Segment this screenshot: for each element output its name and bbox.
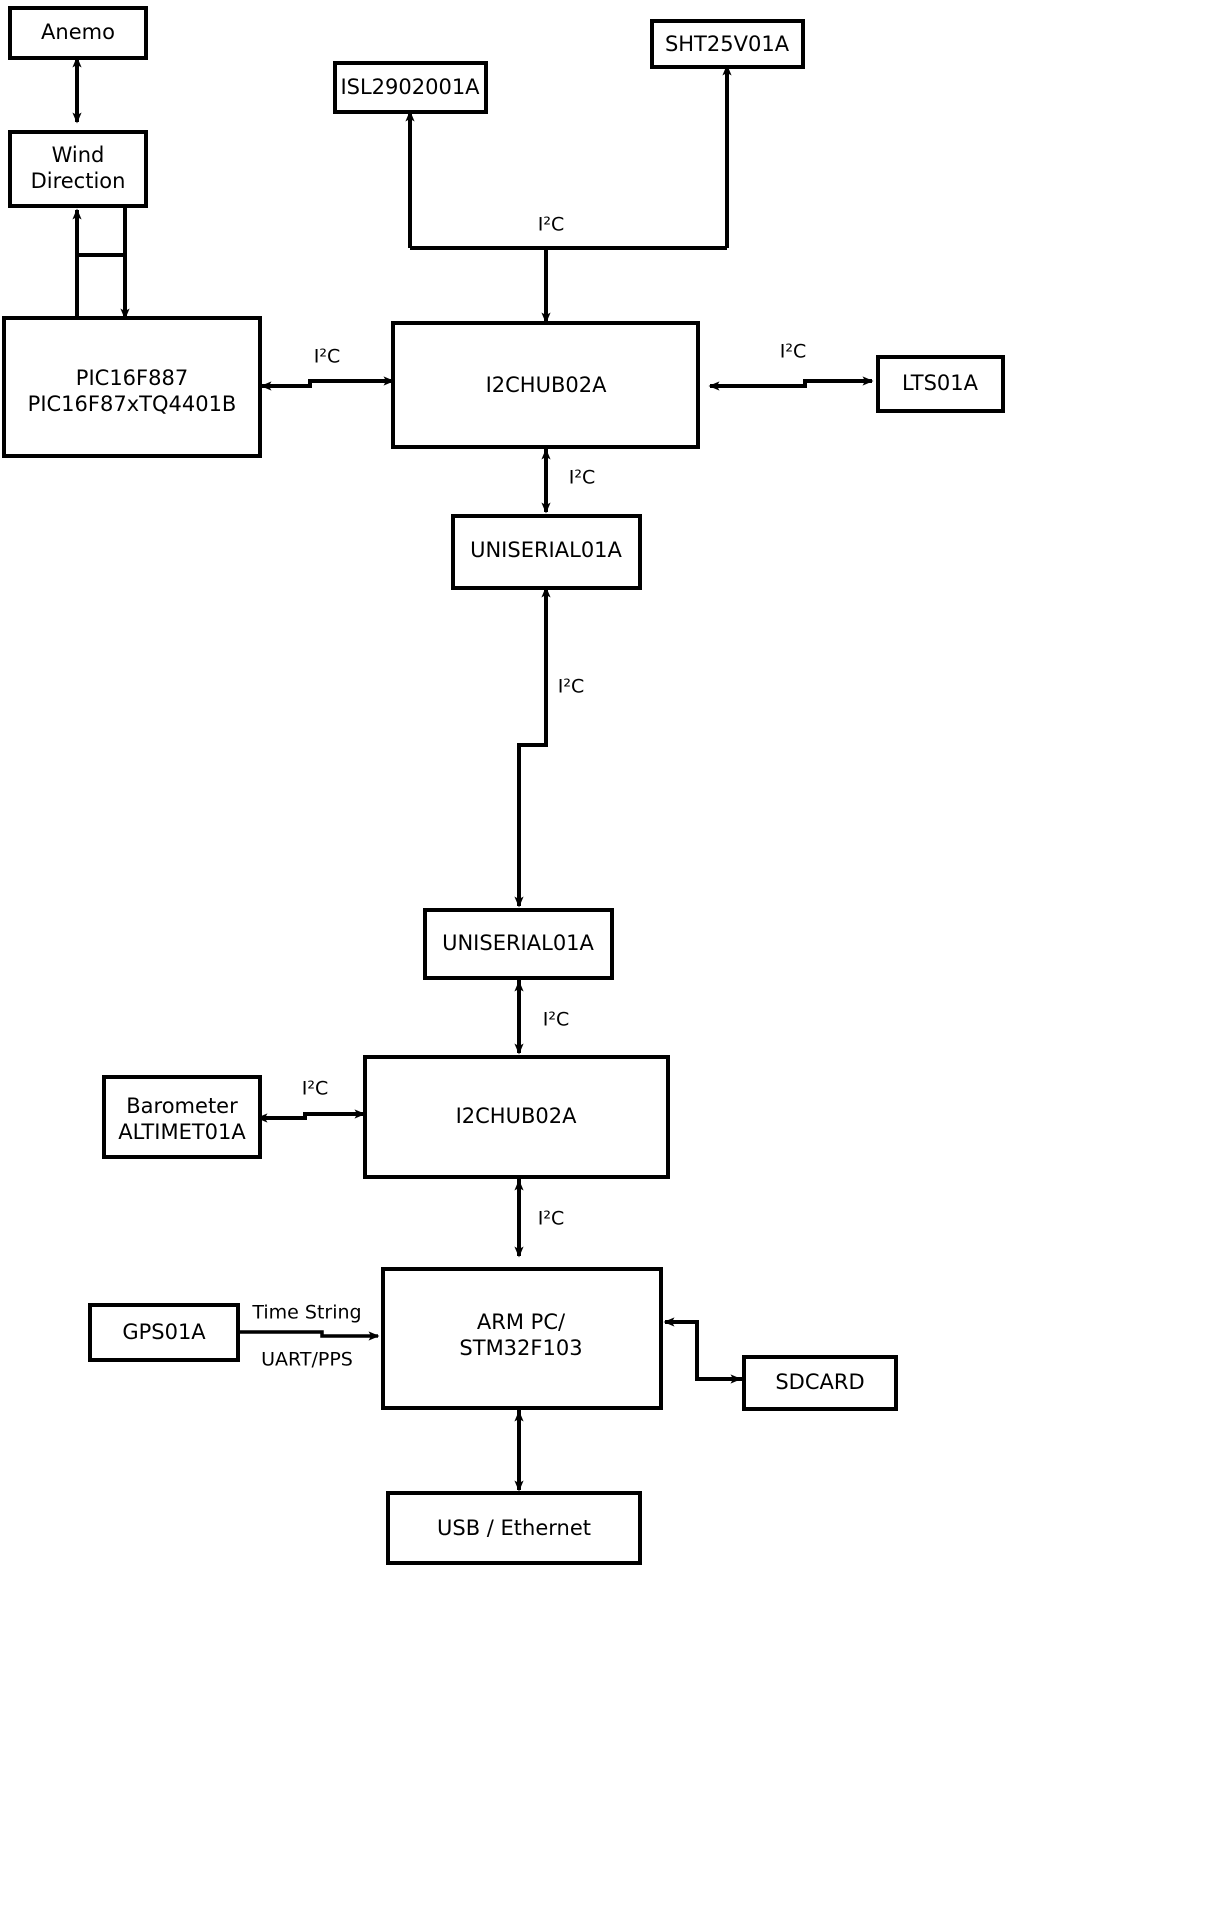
node-arm-box[interactable] <box>381 1267 663 1410</box>
node-barometer-box[interactable] <box>102 1075 262 1159</box>
edge-arrow-to-hub <box>300 376 395 388</box>
node-barometer-label-line2: ALTIMET01A <box>118 1120 246 1144</box>
node-anemo[interactable]: Anemo <box>8 6 148 60</box>
edge-path-pic-to-wind <box>75 206 127 318</box>
edge-label-pic-hub-top: I²C <box>314 346 341 368</box>
edge-top-i2c-bus <box>405 64 732 324</box>
edge-label-uniserial-hub-bot: I²C <box>543 1009 570 1031</box>
node-arm-label-line1: ARM PC/ <box>477 1310 566 1334</box>
node-sdcard[interactable]: SDCARD <box>742 1355 898 1411</box>
edge-label-hub-top-lts: I²C <box>780 341 807 363</box>
node-isl-label: ISL2902001A <box>340 75 480 99</box>
node-hub-top-label: I2CHUB02A <box>486 373 608 397</box>
node-hub-bot[interactable]: I2CHUB02A <box>363 1055 670 1179</box>
node-anemo-label: Anemo <box>41 20 115 44</box>
edge-arrow-to-arm <box>238 1330 380 1341</box>
node-usb-label: USB / Ethernet <box>437 1516 591 1540</box>
node-gps-label: GPS01A <box>122 1320 206 1344</box>
edge-pic-wind <box>72 206 130 320</box>
edge-arrow-up-to-uniserial-top <box>517 586 551 905</box>
node-arm[interactable]: ARM PC/ STM32F103 <box>381 1267 663 1410</box>
edge-label-gps-arm-bottom: UART/PPS <box>261 1349 353 1371</box>
node-wind-direction-label-line2: Direction <box>31 169 126 193</box>
edge-label-barometer-hub-bot: I²C <box>302 1078 329 1100</box>
edge-label-uniserial-link: I²C <box>558 676 585 698</box>
node-isl-box[interactable] <box>333 61 488 114</box>
node-pic-label-line2: PIC16F87xTQ4401B <box>28 392 237 416</box>
node-sdcard-box[interactable] <box>742 1355 898 1411</box>
node-anemo-box[interactable] <box>8 6 148 60</box>
node-uniserial-top[interactable]: UNISERIAL01A <box>451 514 642 590</box>
node-pic[interactable]: PIC16F887 PIC16F87xTQ4401B <box>2 316 262 458</box>
node-uniserial-top-box[interactable] <box>451 514 642 590</box>
node-lts-label: LTS01A <box>902 371 979 395</box>
node-hub-bot-label: I2CHUB02A <box>456 1104 578 1128</box>
node-uniserial-bot-box[interactable] <box>423 908 614 980</box>
node-lts-box[interactable] <box>876 355 1005 413</box>
node-uniserial-top-label: UNISERIAL01A <box>470 538 622 562</box>
edge-label-hub-bot-arm: I²C <box>538 1208 565 1230</box>
node-gps-box[interactable] <box>88 1303 240 1362</box>
edge-label-hub-top-uniserial: I²C <box>569 467 596 489</box>
node-hub-top-box[interactable] <box>391 321 700 449</box>
node-pic-box[interactable] <box>2 316 262 458</box>
node-uniserial-bot[interactable]: UNISERIAL01A <box>423 908 614 980</box>
node-uniserial-bot-label: UNISERIAL01A <box>442 931 594 955</box>
node-pic-label-line1: PIC16F887 <box>76 366 188 390</box>
edge-arrow-to-sdcard <box>695 1322 742 1384</box>
edge-label-gps-arm-top: Time String <box>251 1302 361 1324</box>
node-hub-top[interactable]: I2CHUB02A <box>391 321 700 449</box>
edge-arrow-to-barometer <box>256 1113 307 1123</box>
node-gps[interactable]: GPS01A <box>88 1303 240 1362</box>
edge-label-isl-sht-bus: I²C <box>538 214 565 236</box>
edge-barometer-hub-bot <box>256 1109 366 1123</box>
node-usb[interactable]: USB / Ethernet <box>386 1491 642 1565</box>
node-wind-direction-label-line1: Wind <box>52 143 105 167</box>
node-usb-box[interactable] <box>386 1491 642 1565</box>
node-arm-label-line2: STM32F103 <box>459 1336 582 1360</box>
edge-gps-arm <box>238 1330 380 1341</box>
node-sdcard-label: SDCARD <box>775 1370 864 1394</box>
node-barometer-label-line1: Barometer <box>126 1094 238 1118</box>
edge-pic-hub-top <box>260 376 395 391</box>
node-sht-label: SHT25V01A <box>665 32 790 56</box>
edge-arrow-to-pic <box>260 381 312 391</box>
node-sht[interactable]: SHT25V01A <box>650 19 805 69</box>
node-barometer[interactable]: Barometer ALTIMET01A <box>102 1075 262 1159</box>
node-sht-box[interactable] <box>650 19 805 69</box>
node-wind-direction-box[interactable] <box>8 130 148 208</box>
node-isl[interactable]: ISL2902001A <box>333 61 488 114</box>
node-hub-bot-box[interactable] <box>363 1055 670 1179</box>
node-wind-direction[interactable]: Wind Direction <box>8 130 148 208</box>
edge-hub-top-lts <box>708 376 874 391</box>
node-lts[interactable]: LTS01A <box>876 355 1005 413</box>
edge-arrow-to-hub-from-lts <box>708 381 807 391</box>
edge-uniserial-link <box>514 586 551 908</box>
